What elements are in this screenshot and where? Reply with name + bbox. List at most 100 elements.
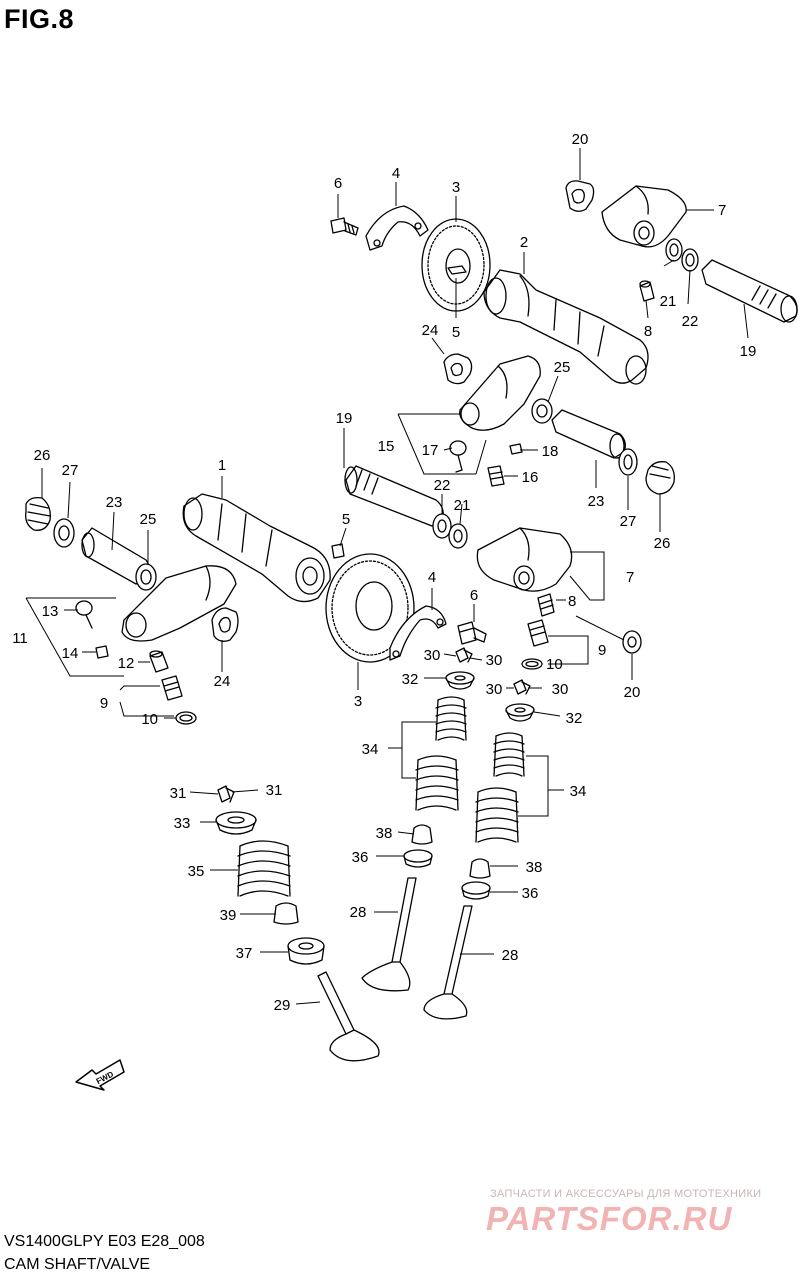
- part-28-valve-right: [423, 905, 473, 1020]
- callout-31-a: 31: [170, 785, 187, 802]
- part-32-retainer-left: [445, 671, 475, 690]
- callout-19-mid: 19: [336, 410, 353, 427]
- callout-18: 18: [542, 443, 559, 460]
- callout-9-left: 9: [100, 695, 108, 712]
- part-22-mid-washer: [432, 513, 452, 539]
- footer-model-code: VS1400GLPY E03 E28_008: [4, 1233, 205, 1250]
- part-8-mid-pin: [537, 593, 555, 617]
- callout-3-mid: 3: [354, 693, 362, 710]
- part-11-rocker-arm: [121, 565, 237, 642]
- part-38-seal-left: [411, 824, 433, 845]
- footer-section-name: CAM SHAFT/VALVE: [4, 1256, 151, 1273]
- part-10-left-o-ring: [175, 711, 197, 725]
- part-34-springs-right: [475, 732, 525, 843]
- part-20-top-cam-pad: [565, 180, 595, 212]
- part-17-adjuster-screw: [449, 440, 467, 473]
- watermark-logo: PARTSFOR.RU: [486, 1200, 733, 1237]
- part-27-left-washer: [53, 518, 75, 548]
- part-15-rocker-arm: [459, 355, 541, 431]
- part-26-mid-plug: [645, 461, 675, 495]
- callout-22-mid: 22: [434, 477, 451, 494]
- part-30-cotter-upper: [455, 647, 473, 663]
- callout-4-top: 4: [392, 165, 400, 182]
- callout-38-left: 38: [376, 825, 393, 842]
- callout-30-c: 30: [486, 681, 503, 698]
- callout-4-mid: 4: [428, 569, 436, 586]
- callout-32-right: 32: [566, 710, 583, 727]
- callout-23-left: 23: [106, 494, 123, 511]
- part-12-pin: [149, 650, 169, 673]
- part-10-right-o-ring: [521, 658, 543, 670]
- part-37-seat: [287, 937, 325, 965]
- callout-20-top: 20: [572, 131, 589, 148]
- callout-26-right: 26: [654, 535, 671, 552]
- callout-36-right: 36: [522, 885, 539, 902]
- callout-9-right: 9: [598, 642, 606, 659]
- callout-19-right: 19: [740, 343, 757, 360]
- callout-30-b: 30: [486, 652, 503, 669]
- part-31-cotters-left: [217, 785, 235, 803]
- part-4-mid-guide: [389, 605, 447, 661]
- callout-34-right: 34: [570, 783, 587, 800]
- part-28-valve-left: [361, 877, 417, 992]
- part-22-top-washer: [681, 248, 699, 272]
- callout-10-left: 10: [141, 711, 158, 728]
- callout-38-right: 38: [526, 859, 543, 876]
- callout-14: 14: [62, 645, 79, 662]
- part-14-nut: [95, 645, 109, 659]
- part-25-mid-washer: [531, 398, 553, 424]
- part-20-mid-washer: [622, 630, 642, 654]
- callout-8-mid: 8: [568, 593, 576, 610]
- part-3-top-sprocket: [421, 218, 491, 312]
- part-8-top-pin: [639, 280, 655, 302]
- callout-23-right: 23: [588, 493, 605, 510]
- part-36-seat-right: [461, 881, 491, 900]
- callout-13: 13: [42, 603, 59, 620]
- callout-35: 35: [188, 863, 205, 880]
- callout-21-mid: 21: [454, 497, 471, 514]
- part-30-cotter-lower: [513, 679, 531, 695]
- part-32-retainer-right: [505, 703, 535, 722]
- part-25-left-washer: [135, 563, 157, 591]
- part-7-mid-rocker-arm: [476, 527, 573, 592]
- part-3-mid-sprocket: [325, 553, 415, 663]
- part-24-left-cam-pad: [211, 607, 239, 642]
- part-1-camshaft: [182, 493, 331, 603]
- callout-30-d: 30: [552, 681, 569, 698]
- part-19-top-shaft: [701, 259, 798, 323]
- part-2-camshaft: [483, 269, 649, 385]
- part-33-retainer-left: [215, 811, 257, 835]
- callout-21-top: 21: [660, 293, 677, 310]
- watermark-tagline: ЗАПЧАСТИ И АКСЕССУАРЫ ДЛЯ МОТОТЕХНИКИ: [490, 1188, 762, 1200]
- part-16-adjuster-screw: [487, 465, 505, 487]
- part-13-adjuster-screw: [75, 600, 93, 629]
- callout-3-top: 3: [452, 179, 460, 196]
- callout-24-left: 24: [214, 673, 231, 690]
- part-4-top-guide: [365, 205, 429, 251]
- part-26-left-plug: [25, 496, 51, 531]
- part-27-mid-washer: [618, 448, 638, 476]
- callout-37: 37: [236, 945, 253, 962]
- part-24-top-cam-pad: [443, 353, 473, 385]
- part-18-nut: [509, 443, 523, 455]
- callout-27-right: 27: [620, 513, 637, 530]
- callout-5-top: 5: [452, 324, 460, 341]
- callout-10-right: 10: [546, 656, 563, 673]
- fwd-arrow-icon: [75, 1059, 125, 1091]
- part-5-mid-pin: [331, 543, 345, 559]
- callout-27-left: 27: [62, 462, 79, 479]
- callout-25-mid: 25: [554, 359, 571, 376]
- callout-2: 2: [520, 234, 528, 251]
- callout-12: 12: [118, 655, 135, 672]
- callout-5-mid: 5: [342, 511, 350, 528]
- callout-32-left: 32: [402, 671, 419, 688]
- callout-8-top: 8: [644, 323, 652, 340]
- part-21-mid-washer: [448, 523, 468, 549]
- part-9-left-pin: [161, 675, 183, 701]
- callout-20-mid: 20: [624, 684, 641, 701]
- part-39-seal: [273, 902, 299, 925]
- callout-7-top: 7: [718, 202, 726, 219]
- callout-11: 11: [12, 630, 28, 647]
- part-34-springs-left: [415, 696, 467, 811]
